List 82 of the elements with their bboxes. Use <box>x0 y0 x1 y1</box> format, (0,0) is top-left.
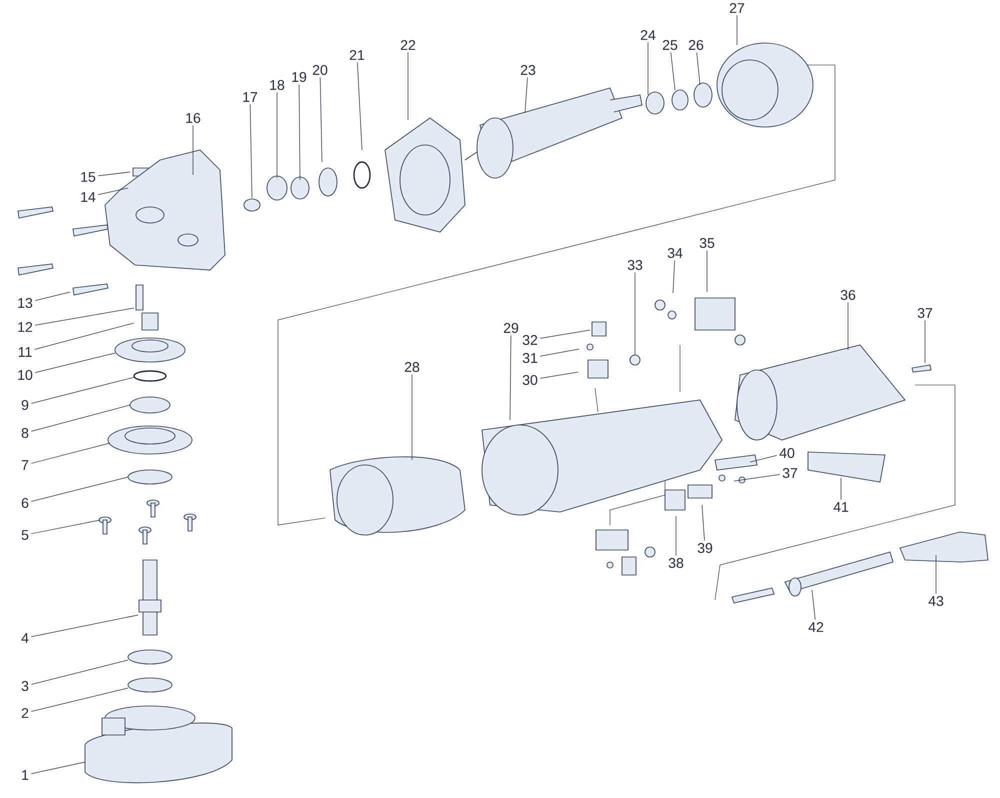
callout-number: 43 <box>928 596 944 606</box>
callout-number: 16 <box>186 113 200 123</box>
leader-line <box>357 62 362 150</box>
leader-line <box>34 308 134 326</box>
leader-line <box>30 688 128 712</box>
callout-number: 5 <box>22 530 28 540</box>
callout-number: 25 <box>662 40 678 50</box>
callout-number: 40 <box>780 448 794 458</box>
leader-line <box>320 77 322 162</box>
callout-number: 37 <box>918 308 932 318</box>
leader-line <box>840 478 842 500</box>
leader-line <box>510 335 512 420</box>
callout-number: 33 <box>628 260 642 270</box>
leader-line <box>30 614 138 638</box>
leader-line <box>298 84 300 180</box>
callout-number: 28 <box>404 362 420 372</box>
callout-number: 21 <box>350 50 364 60</box>
callout-number: 38 <box>668 558 684 568</box>
callout-number: 20 <box>312 65 328 75</box>
leader-line <box>736 14 738 46</box>
leader-line <box>540 372 578 379</box>
callout-number: 11 <box>18 347 32 357</box>
leader-line <box>30 660 128 685</box>
leader-line <box>812 590 816 620</box>
callout-number: 35 <box>700 238 714 248</box>
leader-line <box>30 476 128 502</box>
callout-number: 42 <box>808 622 824 632</box>
leader-line <box>34 322 134 350</box>
callout-number: 10 <box>18 370 32 380</box>
leader-line <box>734 474 780 482</box>
leader-line <box>672 260 675 294</box>
callout-number: 15 <box>81 172 96 182</box>
callout-number: 32 <box>522 335 538 345</box>
callout-number: 39 <box>698 543 712 553</box>
callout-number: 41 <box>834 502 848 512</box>
leader-line <box>540 330 590 339</box>
leader-line <box>670 52 676 90</box>
leader-line <box>706 250 708 292</box>
leader-line <box>98 188 128 196</box>
callout-number: 3 <box>22 681 28 691</box>
callout-number: 18 <box>270 80 284 90</box>
callout-number: 31 <box>522 353 538 363</box>
leader-line <box>192 125 194 176</box>
callout-number: 29 <box>504 323 518 333</box>
callout-number: 34 <box>668 248 682 258</box>
leader-line <box>924 320 926 364</box>
callout-number: 14 <box>81 192 96 202</box>
callout-number: 36 <box>840 290 856 300</box>
callout-number: 19 <box>292 72 306 82</box>
leader-line <box>540 348 580 356</box>
leader-line <box>30 520 100 534</box>
callout-number: 22 <box>400 40 416 50</box>
leader-line <box>30 376 136 404</box>
callout-number: 1 <box>22 770 28 780</box>
callout-number: 13 <box>18 298 32 308</box>
leader-line <box>30 762 86 774</box>
leader-line <box>34 352 116 373</box>
leader-line <box>30 404 130 432</box>
leader-line <box>696 52 700 86</box>
callout-number: 4 <box>21 633 28 643</box>
callout-number: 6 <box>22 498 28 508</box>
leader-line <box>34 292 70 301</box>
callout-number: 23 <box>520 65 536 75</box>
leader-line <box>250 104 252 198</box>
callout-number: 30 <box>522 375 538 385</box>
leader-line <box>98 172 130 176</box>
leader-line <box>750 455 778 462</box>
callout-number: 8 <box>22 428 28 438</box>
leader-line <box>276 92 278 178</box>
leader-line <box>524 77 528 114</box>
callout-number: 2 <box>22 708 28 718</box>
callout-number: 17 <box>243 92 258 102</box>
leader-line <box>702 504 705 541</box>
callout-number: 12 <box>18 322 32 332</box>
callout-number: 9 <box>22 400 28 410</box>
callout-number: 27 <box>730 3 744 13</box>
callout-number: 24 <box>640 30 656 40</box>
leader-line <box>30 442 110 464</box>
callout-number: 7 <box>22 460 28 470</box>
callout-number: 26 <box>688 40 704 50</box>
callout-number: 37 <box>782 468 798 478</box>
leader-line <box>634 272 636 356</box>
